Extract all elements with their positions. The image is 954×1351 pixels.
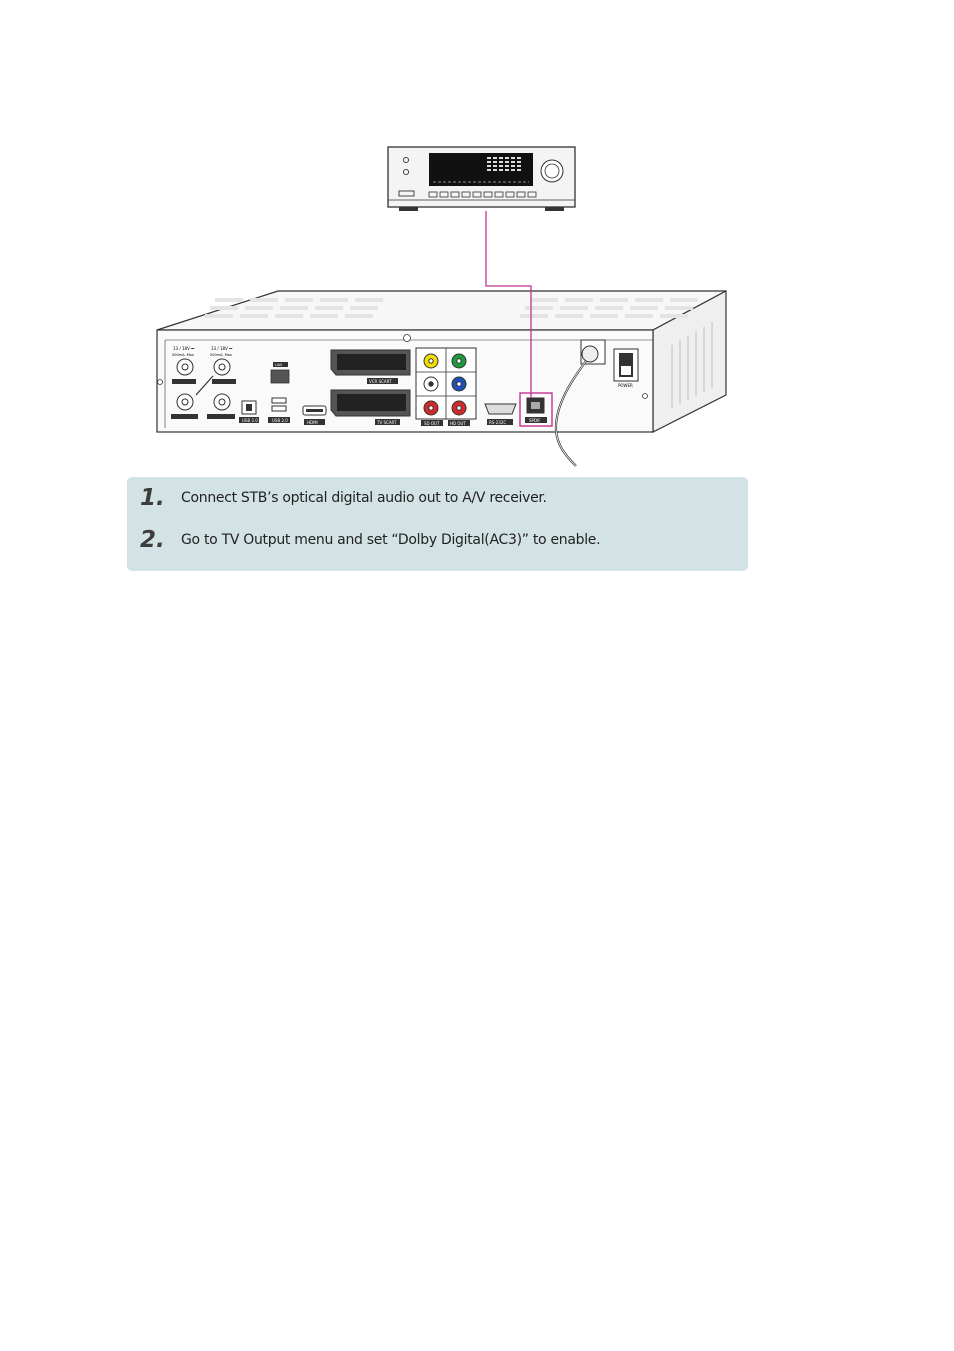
step-text: Go to TV Output menu and set “Dolby Digi… xyxy=(181,532,601,548)
step-text: Connect STB’s optical digital audio out … xyxy=(181,490,547,506)
volume-knob xyxy=(540,159,564,183)
lnb1-voltage-label: 13 / 18V ⎓ xyxy=(173,346,195,351)
vcr-scart-label: VCR SCART xyxy=(369,379,392,384)
power-label: POWER xyxy=(618,383,633,388)
av-receiver xyxy=(387,146,576,211)
f-connector-icon xyxy=(176,358,231,411)
receiver-display xyxy=(429,153,533,186)
hd-out-label: HD OUT xyxy=(450,421,466,426)
instructions-box: 1. Connect STB’s optical digital audio o… xyxy=(127,477,748,571)
lnb2-voltage-label: 13 / 18V ⎓ xyxy=(211,346,233,351)
lan-port-icon xyxy=(270,369,290,384)
optical-cable xyxy=(485,211,532,398)
step-number: 2. xyxy=(140,527,165,553)
hdmi-label: HDMI xyxy=(307,420,318,425)
lnb1-current-label: 500mA. Max xyxy=(172,353,194,357)
serial-port-icon xyxy=(484,403,517,415)
rca-jack-icon xyxy=(423,353,467,416)
spdif-highlight xyxy=(519,392,553,427)
step-item: 1. Connect STB’s optical digital audio o… xyxy=(127,483,748,513)
spdif-label: SPDIF xyxy=(529,418,541,423)
lan-label: LAN xyxy=(275,363,282,367)
usb2-label: USB 2.0 xyxy=(272,418,288,423)
connection-diagram: 13 / 18V ⎓ 500mA. Max 13 / 18V ⎓ 500mA. … xyxy=(156,146,727,467)
step-item: 2. Go to TV Output menu and set “Dolby D… xyxy=(127,525,748,555)
usb1-label: USB 2.0 xyxy=(242,418,258,423)
tv-scart-label: TV SCART xyxy=(376,420,397,425)
set-top-box: 13 / 18V ⎓ 500mA. Max 13 / 18V ⎓ 500mA. … xyxy=(156,289,727,467)
usb-port-icon xyxy=(271,405,287,412)
usb-port-icon xyxy=(271,397,287,404)
step-number: 1. xyxy=(140,485,165,511)
rs232c-label: RS-232C xyxy=(489,420,506,425)
lnb2-current-label: 500mA. Max xyxy=(210,353,232,357)
sd-out-label: SD OUT xyxy=(424,421,440,426)
